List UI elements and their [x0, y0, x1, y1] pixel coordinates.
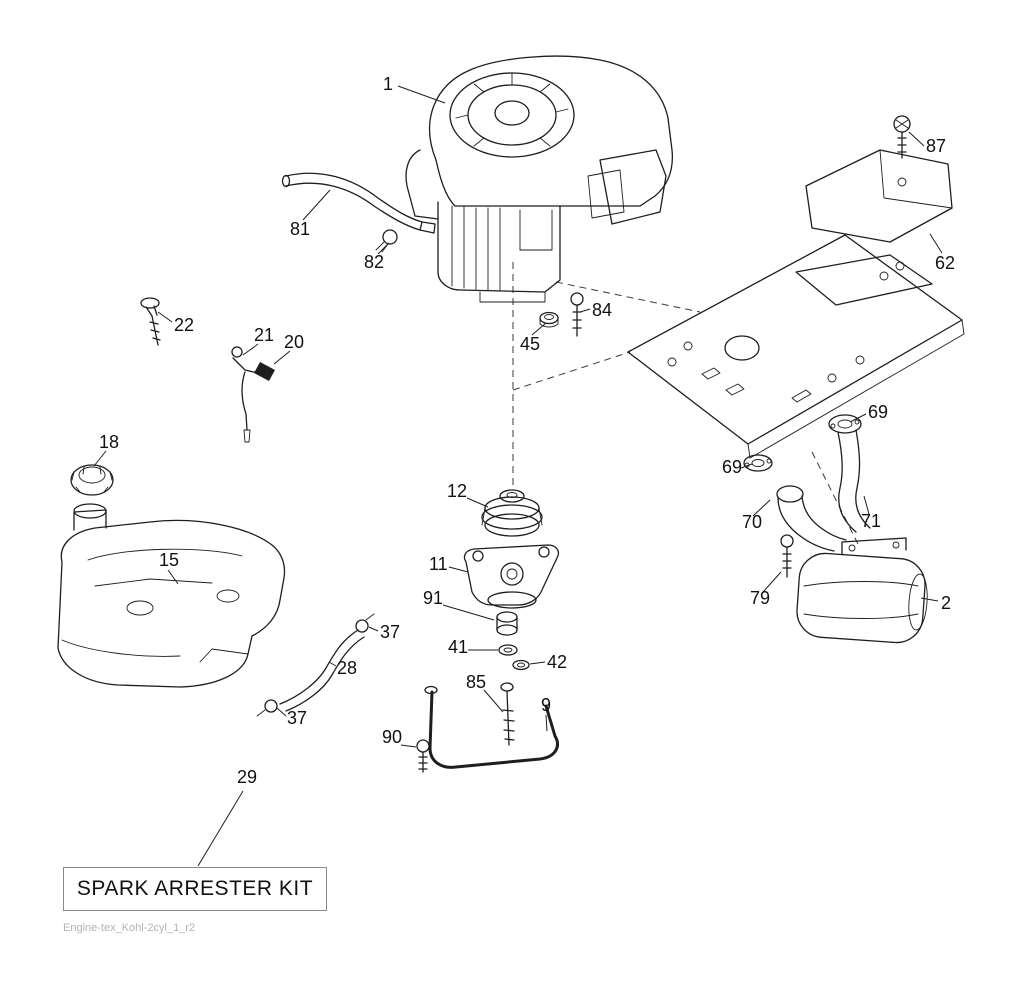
- svg-text:28: 28: [337, 658, 357, 678]
- exhaust-pipe-left: [776, 485, 847, 552]
- callout-20: 20: [273, 332, 304, 365]
- spark-arrester-kit-label-box: SPARK ARRESTER KIT: [63, 867, 327, 911]
- svg-text:9: 9: [541, 695, 551, 715]
- callout-1: 1: [383, 74, 446, 104]
- svg-text:2: 2: [941, 593, 951, 613]
- callout-70: 70: [742, 499, 771, 532]
- callout-37-upper: 37: [368, 622, 400, 642]
- callout-42: 42: [529, 652, 567, 672]
- drawing-id: Engine-tex_Kohl-2cyl_1_r2: [63, 922, 196, 934]
- heat-shield: [805, 149, 953, 243]
- callout-2: 2: [920, 593, 951, 613]
- callout-69-right: 69: [849, 402, 888, 423]
- chassis-plate: [627, 234, 965, 459]
- svg-text:1: 1: [383, 74, 393, 94]
- callout-71: 71: [861, 495, 881, 531]
- muffler-screw: [780, 534, 794, 578]
- callout-69-left: 69: [722, 457, 753, 477]
- svg-text:29: 29: [237, 767, 257, 787]
- callout-18: 18: [93, 432, 119, 467]
- callout-85: 85: [466, 672, 504, 713]
- svg-text:70: 70: [742, 512, 762, 532]
- fuel-tank: [57, 503, 286, 688]
- pulley: [481, 489, 543, 537]
- callout-87: 87: [908, 131, 946, 156]
- spark-arrester-kit-label: SPARK ARRESTER KIT: [76, 877, 314, 900]
- svg-text:69: 69: [868, 402, 888, 422]
- svg-text:21: 21: [254, 325, 274, 345]
- callout-84: 84: [579, 300, 612, 320]
- svg-text:82: 82: [364, 252, 384, 272]
- callout-21: 21: [242, 325, 274, 356]
- svg-text:91: 91: [423, 588, 443, 608]
- callout-22: 22: [157, 311, 194, 335]
- callout-90: 90: [382, 727, 417, 748]
- svg-text:37: 37: [380, 622, 400, 642]
- mount-screw: [570, 292, 584, 337]
- svg-text:69: 69: [722, 457, 742, 477]
- callout-41: 41: [448, 637, 498, 657]
- exhaust-flange-right: [828, 414, 862, 434]
- callout-29: 29: [197, 767, 257, 867]
- callout-82: 82: [364, 242, 390, 272]
- svg-text:22: 22: [174, 315, 194, 335]
- callouts: 1 87 81 82 62 84 22 45: [93, 74, 955, 867]
- flange-nut: [539, 311, 559, 328]
- svg-text:45: 45: [520, 334, 540, 354]
- svg-text:71: 71: [861, 511, 881, 531]
- callout-62: 62: [929, 233, 955, 273]
- alignment-dashed-lines: [512, 262, 859, 545]
- exhaust-flange-left: [743, 454, 773, 472]
- engine: [405, 55, 674, 303]
- svg-text:84: 84: [592, 300, 612, 320]
- svg-text:11: 11: [429, 554, 448, 574]
- svg-text:15: 15: [159, 550, 179, 570]
- wire-guard: [424, 685, 559, 769]
- fuel-cap: [70, 464, 114, 496]
- guard-screw: [416, 739, 430, 773]
- callout-28: 28: [328, 658, 357, 678]
- svg-text:42: 42: [547, 652, 567, 672]
- svg-text:20: 20: [284, 332, 304, 352]
- callout-79: 79: [750, 571, 782, 608]
- clutch: [463, 544, 560, 609]
- hose-clamp: [375, 229, 398, 253]
- long-bolt: [500, 682, 515, 746]
- drain-hose: [279, 629, 365, 712]
- svg-text:62: 62: [935, 253, 955, 273]
- shield-screw: [893, 115, 911, 159]
- fuel-hose: [281, 172, 436, 234]
- svg-text:90: 90: [382, 727, 402, 747]
- svg-text:87: 87: [926, 136, 946, 156]
- callout-15: 15: [159, 550, 179, 585]
- callout-37-lower: 37: [276, 707, 307, 728]
- svg-text:79: 79: [750, 588, 770, 608]
- svg-text:37: 37: [287, 708, 307, 728]
- washer-42: [512, 659, 530, 671]
- callout-81: 81: [290, 189, 331, 239]
- callout-11: 11: [429, 554, 469, 574]
- callout-12: 12: [447, 481, 489, 508]
- hose-clamp-upper: [355, 613, 375, 633]
- hose-clamp-lower: [256, 699, 278, 717]
- svg-text:85: 85: [466, 672, 486, 692]
- tank-screw: [140, 297, 161, 346]
- muffler: [796, 537, 928, 644]
- washer-41: [498, 644, 518, 656]
- svg-text:41: 41: [448, 637, 468, 657]
- exhaust-pipe-right: [837, 429, 871, 533]
- callout-9: 9: [541, 695, 551, 732]
- spacer: [496, 611, 518, 636]
- svg-text:81: 81: [290, 219, 310, 239]
- callout-45: 45: [520, 322, 547, 354]
- callout-91: 91: [423, 588, 495, 621]
- fuel-valve: [231, 346, 275, 443]
- svg-text:12: 12: [447, 481, 467, 501]
- svg-text:18: 18: [99, 432, 119, 452]
